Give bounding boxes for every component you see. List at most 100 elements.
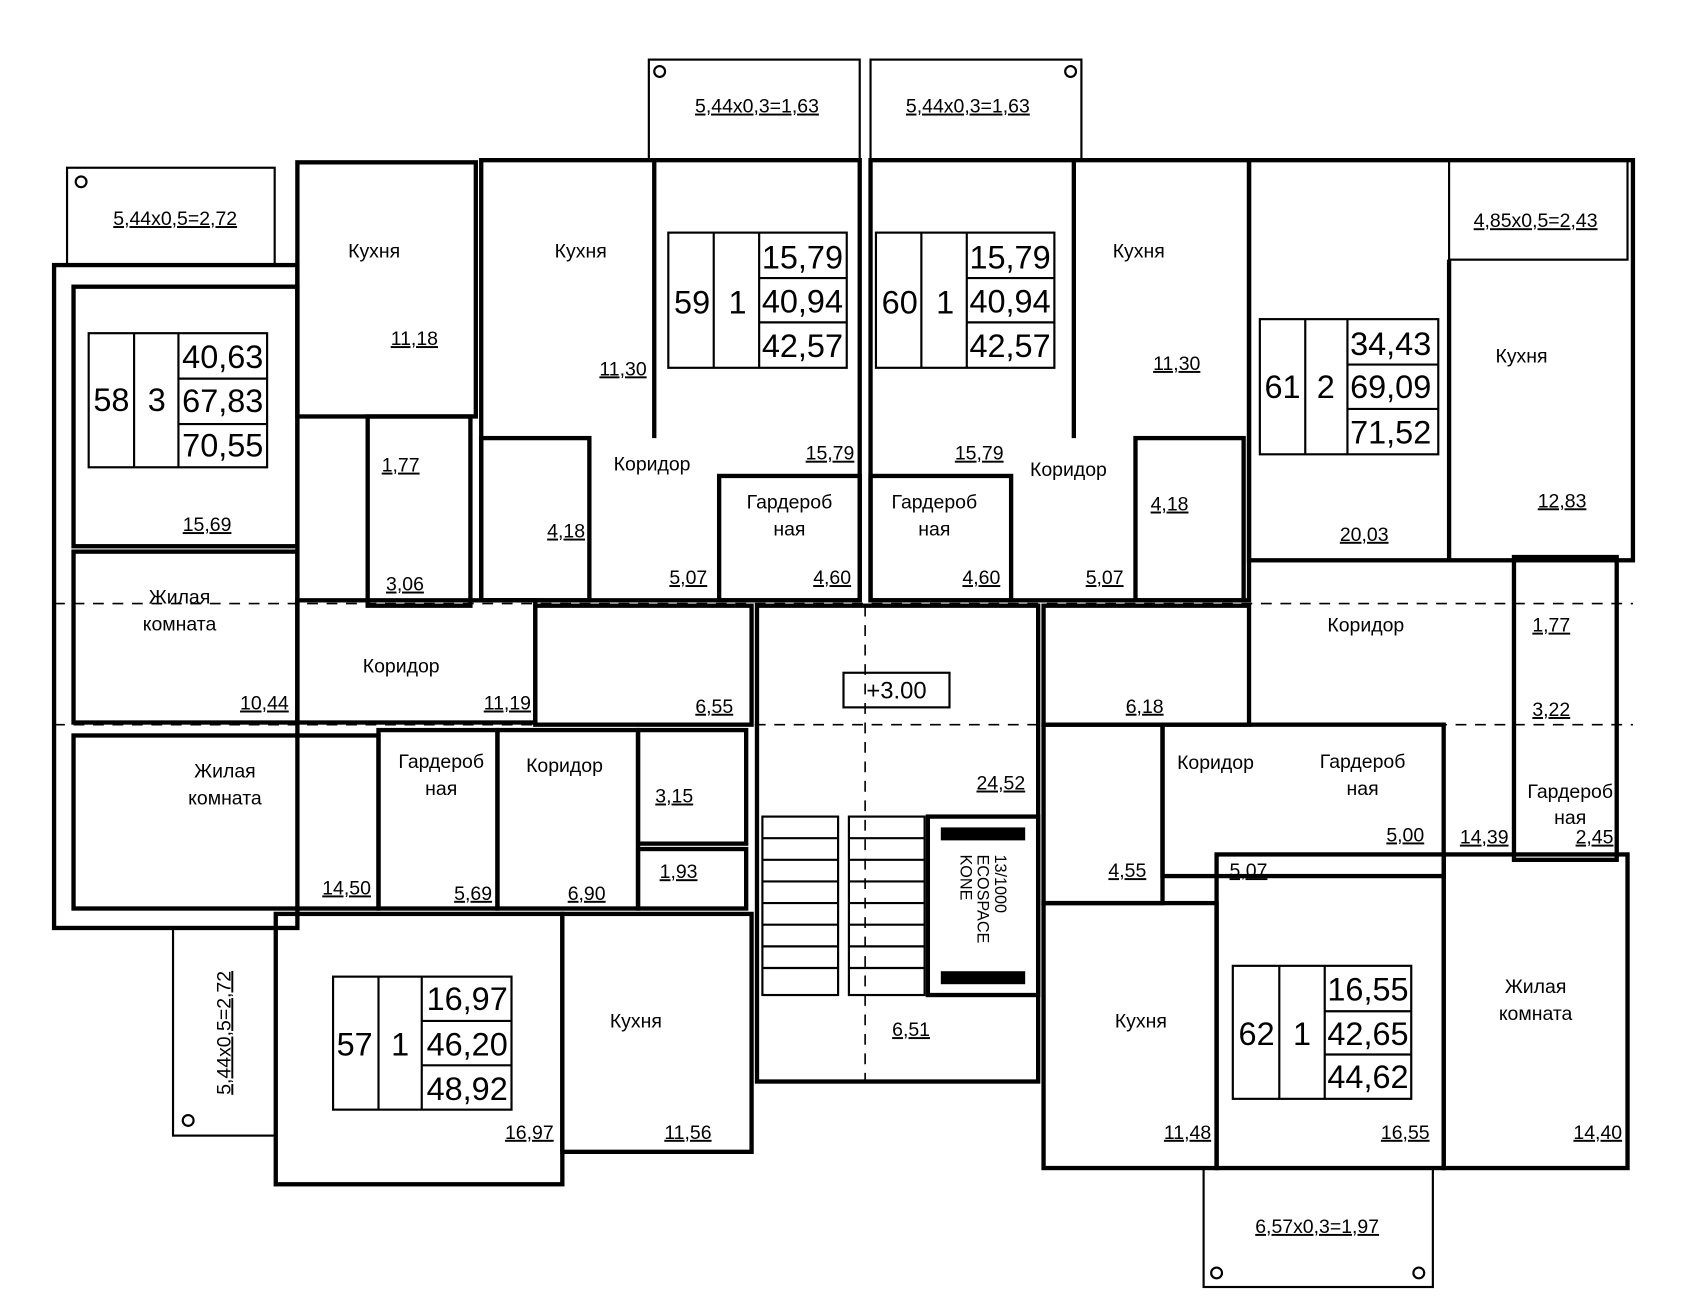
- apartment-number: 57: [337, 1027, 373, 1063]
- area-label: 20,03: [1340, 524, 1389, 546]
- area-label: 24,52: [976, 773, 1025, 795]
- elevator-label: 13/1000 ECOSPACE KONE: [956, 854, 1009, 943]
- elevator-model: 13/1000: [991, 854, 1009, 913]
- room-name-wardrobe: ная: [773, 518, 805, 540]
- room-name-wardrobe: ная: [918, 518, 950, 540]
- area-label: 16,55: [1381, 1122, 1430, 1144]
- area-label: 15,79: [806, 443, 855, 465]
- area-label: 6,51: [892, 1019, 930, 1041]
- area-label: 11,30: [1153, 353, 1200, 375]
- apartment-number: 59: [674, 285, 710, 321]
- total-area-with-balcony: 71,52: [1350, 415, 1431, 451]
- room-names: Кухня Кухня Кухня Кухня Кухня Кухня Кори…: [143, 241, 1613, 1033]
- living-area: 16,55: [1327, 971, 1408, 1007]
- room-name-corridor: Коридор: [1327, 615, 1404, 637]
- elevator-brand: ECOSPACE: [974, 854, 992, 943]
- living-area: 16,97: [427, 981, 508, 1017]
- area-label: 1,77: [382, 455, 420, 477]
- total-area: 40,94: [762, 284, 843, 320]
- level-mark-box: [842, 671, 951, 709]
- apartment-table-62: 62 1 16,55 42,65 44,62: [1231, 964, 1413, 1100]
- area-label: 5,07: [1230, 860, 1268, 882]
- total-area-with-balcony: 48,92: [427, 1071, 508, 1107]
- area-label: 4,60: [813, 567, 851, 589]
- area-label: 14,40: [1573, 1122, 1622, 1144]
- area-label: 4,18: [547, 521, 585, 543]
- apartment-number: 58: [93, 382, 129, 418]
- room-name-wardrobe: Гардероб: [1320, 751, 1406, 773]
- area-label: 5,00: [1386, 824, 1424, 846]
- area-label: 1,93: [660, 861, 698, 883]
- room-count: 1: [1293, 1016, 1311, 1052]
- room-name-corridor: Коридор: [1030, 459, 1107, 481]
- room-name-living: Жилая: [194, 761, 256, 783]
- total-area-with-balcony: 42,57: [969, 328, 1050, 364]
- total-area: 46,20: [427, 1027, 508, 1063]
- area-labels: 11,18 1,77 3,06 15,69 10,44 11,19 14,50 …: [183, 328, 1623, 1144]
- balcony-label-57: 5,44x0,5=2,72: [213, 971, 235, 1095]
- area-label: 5,07: [1086, 567, 1124, 589]
- room-name-wardrobe: Гардероб: [892, 491, 978, 513]
- room-name-kitchen: Кухня: [555, 241, 607, 263]
- room-name-wardrobe: ная: [1554, 807, 1586, 829]
- balcony-label-60: 5,44x0,3=1,63: [906, 96, 1030, 118]
- level-mark: +3.00: [866, 678, 926, 705]
- room-name-kitchen: Кухня: [1496, 345, 1548, 367]
- room-name-wardrobe: Гардероб: [747, 491, 833, 513]
- area-label: 4,18: [1151, 494, 1189, 516]
- room-name-wardrobe: Гардероб: [398, 751, 484, 773]
- room-name-living: Жилая: [149, 587, 211, 609]
- area-label: 15,79: [955, 443, 1004, 465]
- total-area-with-balcony: 70,55: [182, 427, 263, 463]
- area-label: 4,55: [1108, 860, 1146, 882]
- room-name-corridor: Коридор: [363, 656, 440, 678]
- apartment-number: 60: [882, 285, 918, 321]
- room-name-living: комната: [188, 788, 262, 810]
- total-area-with-balcony: 44,62: [1327, 1059, 1408, 1095]
- room-name-kitchen: Кухня: [348, 241, 400, 263]
- apartment-table-59: 59 1 15,79 40,94 42,57: [667, 231, 848, 369]
- balcony-label-62: 6,57x0,3=1,97: [1255, 1216, 1379, 1238]
- total-area: 42,65: [1327, 1016, 1408, 1052]
- balcony-label-61: 4,85x0,5=2,43: [1474, 210, 1598, 232]
- area-label: 6,90: [568, 883, 606, 905]
- apartment-table-60: 60 1 15,79 40,94 42,57: [874, 231, 1056, 369]
- balcony-label-59: 5,44x0,3=1,63: [695, 96, 819, 118]
- area-label: 12,83: [1538, 490, 1587, 512]
- room-name-kitchen: Кухня: [1115, 1010, 1167, 1032]
- area-label: 3,06: [386, 574, 424, 596]
- room-name-wardrobe: ная: [425, 778, 457, 800]
- area-label: 11,48: [1164, 1122, 1211, 1144]
- area-label: 6,18: [1126, 696, 1164, 718]
- room-count: 2: [1317, 369, 1335, 405]
- area-label: 16,97: [505, 1122, 554, 1144]
- balcony-label-58: 5,44x0,5=2,72: [113, 208, 237, 230]
- living-area: 34,43: [1350, 326, 1431, 362]
- room-count: 1: [728, 285, 746, 321]
- area-label: 11,30: [599, 358, 646, 380]
- area-label: 11,18: [391, 328, 438, 350]
- apartment-table-57: 57 1 16,97 46,20 48,92: [331, 975, 513, 1111]
- total-area: 40,94: [969, 284, 1050, 320]
- total-area-with-balcony: 42,57: [762, 328, 843, 364]
- area-label: 5,07: [669, 567, 707, 589]
- apartment-number: 62: [1239, 1016, 1275, 1052]
- room-count: 1: [936, 285, 954, 321]
- room-name-living: комната: [1499, 1003, 1573, 1025]
- area-label: 15,69: [183, 514, 232, 536]
- total-area: 69,09: [1350, 369, 1431, 405]
- area-label: 3,22: [1532, 699, 1570, 721]
- area-label: 11,19: [484, 693, 531, 715]
- area-label: 4,60: [962, 567, 1000, 589]
- area-label: 10,44: [240, 693, 289, 715]
- elevator-maker: KONE: [956, 854, 974, 900]
- room-count: 1: [391, 1027, 409, 1063]
- living-area: 40,63: [182, 339, 263, 375]
- walls: [51, 158, 1636, 1187]
- total-area: 67,83: [182, 383, 263, 419]
- apartment-number: 61: [1265, 369, 1301, 405]
- room-name-living: комната: [143, 614, 217, 636]
- area-label: 6,55: [695, 696, 733, 718]
- area-label: 14,50: [322, 877, 371, 899]
